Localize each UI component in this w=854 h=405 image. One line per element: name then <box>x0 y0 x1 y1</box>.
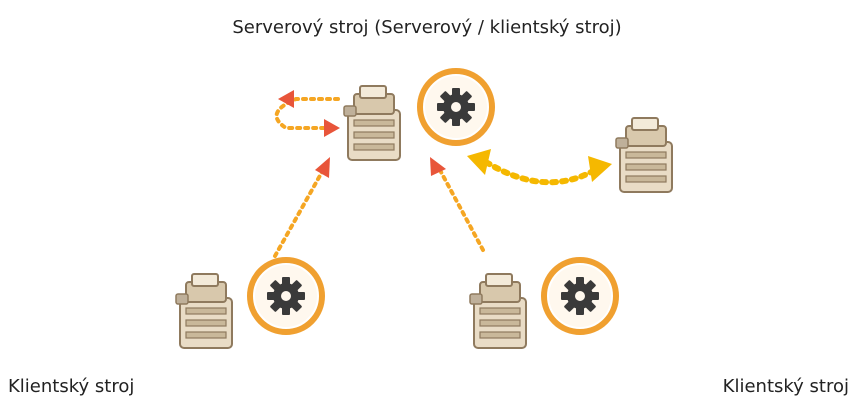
client-machine-left-label: Klientský stroj <box>8 376 135 397</box>
client-right-printer-icon <box>469 273 527 349</box>
server-gear-icon <box>420 71 492 143</box>
client-machine-right-label: Klientský stroj <box>722 376 849 397</box>
client-left-printer-icon <box>175 273 233 349</box>
right-client-to-server-arrow <box>430 157 485 252</box>
remote-printer-icon <box>615 117 673 193</box>
client-left-gear-icon <box>250 260 322 332</box>
client-right-gear-icon <box>544 260 616 332</box>
server-printer-icon <box>343 85 401 161</box>
server-machine-label: Serverový stroj (Serverový / klientský s… <box>232 17 622 38</box>
left-client-to-server-arrow <box>273 157 330 258</box>
self-loop-arrows <box>274 90 340 137</box>
server-remote-bidirectional-arrow <box>467 149 612 186</box>
